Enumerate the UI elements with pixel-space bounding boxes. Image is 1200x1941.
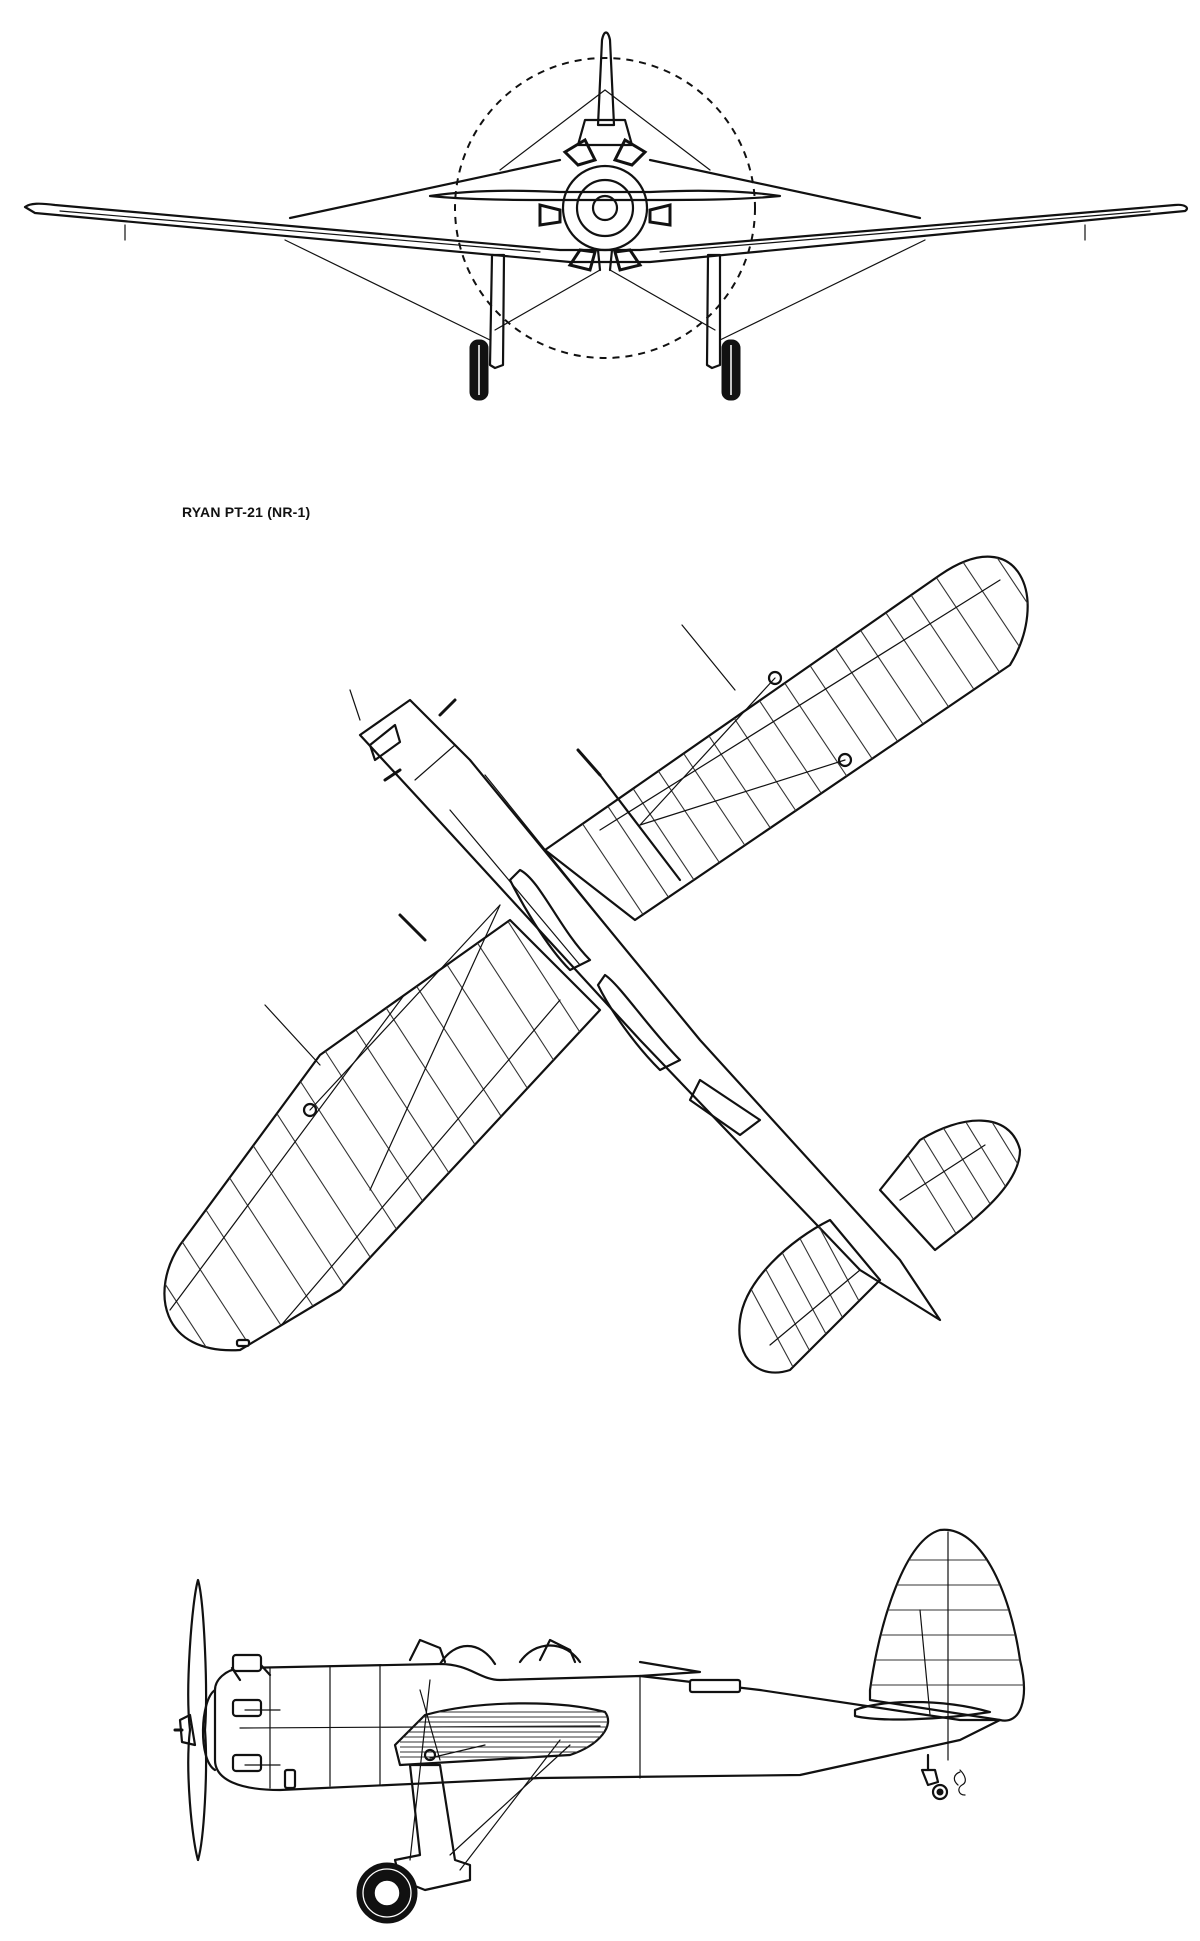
front-wing <box>23 202 1189 264</box>
side-cockpits <box>408 1638 702 1678</box>
side-wing <box>393 1702 610 1767</box>
side-engine-cowling <box>201 1653 297 1790</box>
plan-fuselage <box>349 689 942 1322</box>
front-engine <box>538 118 672 272</box>
front-landing-gear <box>469 253 741 401</box>
aircraft-title: RYAN PT-21 (NR-1) <box>182 504 311 520</box>
side-struts <box>409 1679 571 1871</box>
side-fuselage <box>213 1662 1002 1792</box>
front-fin <box>596 31 616 127</box>
plan-right-stabilizer <box>878 1119 1022 1252</box>
plan-view <box>163 555 1029 1374</box>
propeller-disc <box>454 57 756 359</box>
plan-right-wing <box>543 555 1029 922</box>
side-main-landing-gear <box>356 1763 472 1924</box>
plan-left-stabilizer <box>738 1218 882 1374</box>
side-tailwheel <box>920 1753 966 1801</box>
plan-left-wing <box>163 904 602 1352</box>
front-struts-and-wires <box>284 89 926 341</box>
side-fin <box>868 1528 1025 1761</box>
front-tailplane <box>428 189 782 202</box>
front-view <box>23 31 1189 401</box>
side-view <box>173 1528 1025 1924</box>
side-propeller <box>173 1578 208 1862</box>
